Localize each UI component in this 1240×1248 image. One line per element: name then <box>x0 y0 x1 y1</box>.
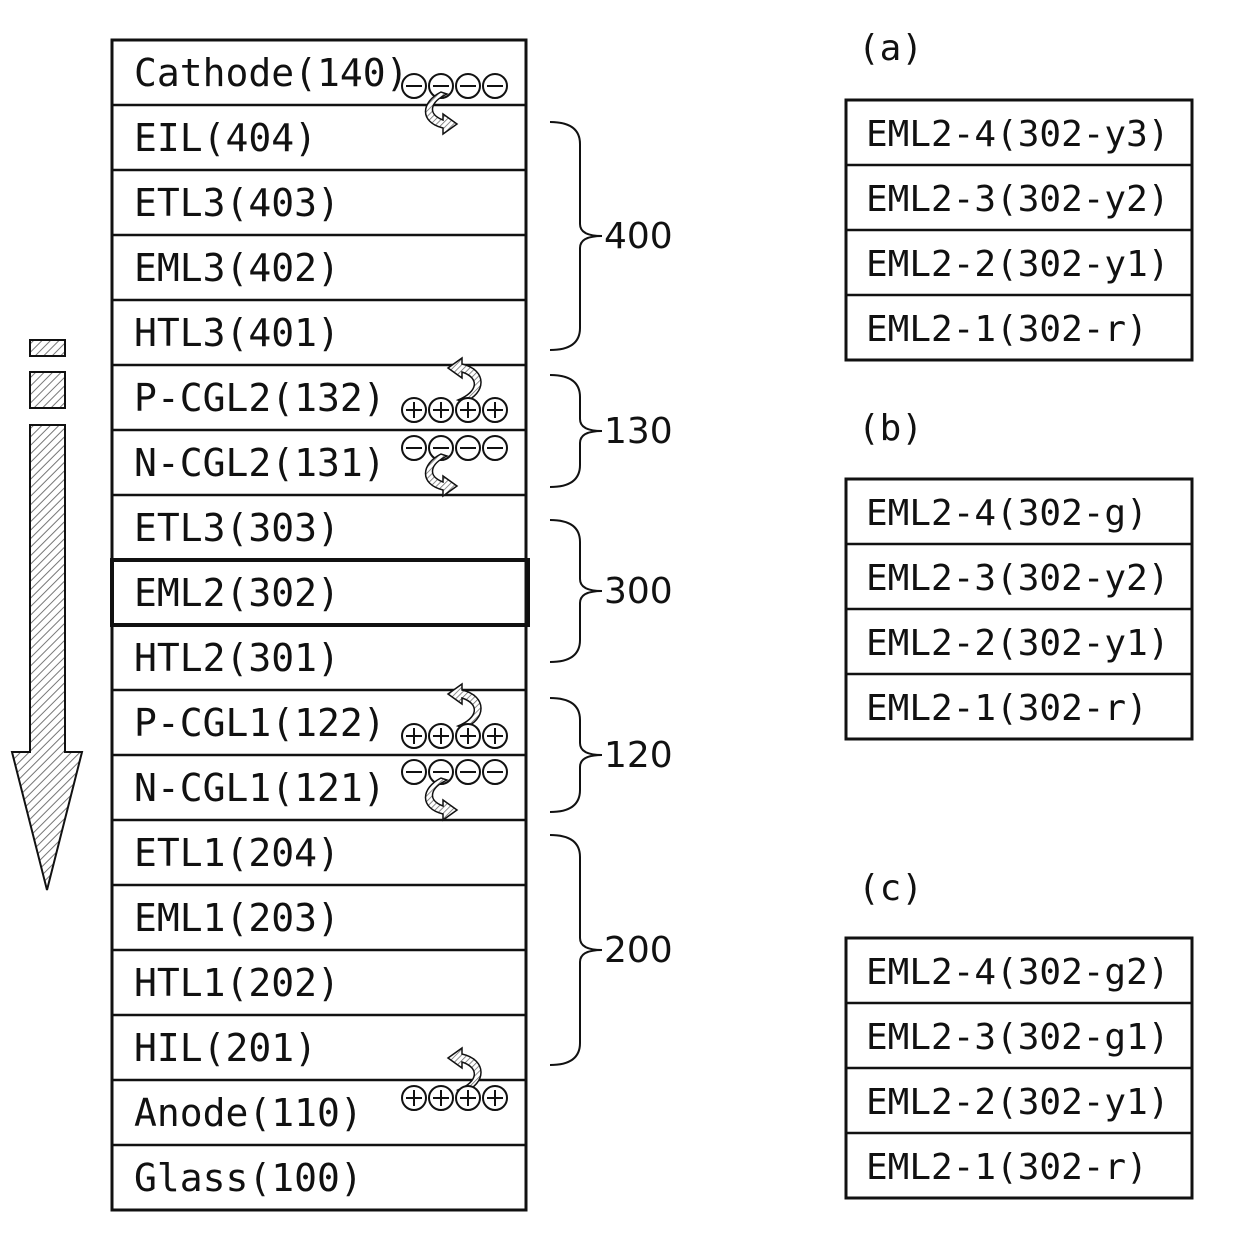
layer-label: HTL2(301) <box>134 636 340 680</box>
hole-row <box>402 724 507 748</box>
layer-label: HTL3(401) <box>134 311 340 355</box>
sublayer-label: EML2-2(302-y1) <box>866 623 1169 664</box>
panel-label: (b) <box>858 408 923 449</box>
stack-layer: ETL3(403) <box>112 170 526 225</box>
layer-label: P-CGL2(132) <box>134 376 386 420</box>
layer-label: EML2(302) <box>134 571 340 615</box>
electron-row <box>402 74 507 98</box>
sublayer-label: EML2-4(302-y3) <box>866 114 1169 155</box>
group-label: 120 <box>604 735 673 776</box>
electron-row <box>402 760 507 784</box>
hole-row <box>402 1086 507 1110</box>
stack-layer: ETL3(303) <box>112 495 526 550</box>
layer-label: Glass(100) <box>134 1156 363 1200</box>
sublayer-label: EML2-1(302-r) <box>866 309 1148 350</box>
arrow-dash-2 <box>30 372 65 408</box>
panel-label: (a) <box>858 28 923 69</box>
variant-panel: (a) EML2-4(302-y3) EML2-3(302-y2) EML2-2(30… <box>846 28 1192 360</box>
variant-panel: (c) EML2-4(302-g2) EML2-3(302-g1) EML2-2(30… <box>846 868 1192 1198</box>
electron-row <box>402 436 507 460</box>
layer-label: EML3(402) <box>134 246 340 290</box>
layer-label: Anode(110) <box>134 1091 363 1135</box>
hole-row <box>402 398 507 422</box>
layer-label: HIL(201) <box>134 1026 317 1070</box>
group-brace <box>550 835 602 1065</box>
sublayer-label: EML2-3(302-y2) <box>866 179 1169 220</box>
layer-label: N-CGL2(131) <box>134 441 386 485</box>
group-label: 130 <box>604 411 673 452</box>
stack-layer: EML3(402) <box>112 235 526 290</box>
layer-label: ETL3(403) <box>134 181 340 225</box>
sublayer-label: EML2-3(302-g1) <box>866 1017 1169 1058</box>
layer-label: N-CGL1(121) <box>134 766 386 810</box>
stack-layer: HTL1(202) <box>112 950 526 1005</box>
group-brace <box>550 122 602 350</box>
layer-label: Cathode(140) <box>134 51 409 95</box>
group-brace <box>550 375 602 487</box>
sublayer-label: EML2-2(302-y1) <box>866 244 1169 285</box>
group-label: 300 <box>604 571 673 612</box>
stack-layer: EML2(302) <box>112 560 526 615</box>
curl-arrow-up-icon <box>448 1048 481 1092</box>
stack-layer: HTL2(301) <box>112 625 526 680</box>
charge-indicators <box>402 74 507 1110</box>
stack-layer: EIL(404) <box>112 105 526 160</box>
arrow-body <box>12 425 82 890</box>
layer-label: ETL3(303) <box>134 506 340 550</box>
sublayer-label: EML2-4(302-g2) <box>866 952 1169 993</box>
layer-label: HTL1(202) <box>134 961 340 1005</box>
group-braces: 400 130 300 120 200 <box>550 122 673 1065</box>
variant-panel: (b) EML2-4(302-g) EML2-3(302-y2) EML2-2(302… <box>846 408 1192 739</box>
layer-label: EIL(404) <box>134 116 317 160</box>
group-label: 400 <box>604 216 673 257</box>
group-brace <box>550 520 602 662</box>
arrow-dash-1 <box>30 340 65 356</box>
stack-layer: EML1(203) <box>112 885 526 940</box>
sublayer-label: EML2-2(302-y1) <box>866 1082 1169 1123</box>
group-brace <box>550 698 602 812</box>
panel-label: (c) <box>858 868 923 909</box>
sublayer-label: EML2-4(302-g) <box>866 493 1148 534</box>
current-direction-arrow <box>12 340 82 890</box>
sublayer-label: EML2-1(302-r) <box>866 688 1148 729</box>
layer-stack: Cathode(140) EIL(404) ETL3(403) EML3(402) HT… <box>112 40 528 1210</box>
eml2-variant-panels: (a) EML2-4(302-y3) EML2-3(302-y2) EML2-2(30… <box>846 28 1192 1198</box>
group-label: 200 <box>604 930 673 971</box>
stack-layer: Glass(100) <box>112 1145 526 1200</box>
layer-label: P-CGL1(122) <box>134 701 386 745</box>
layer-label: ETL1(204) <box>134 831 340 875</box>
sublayer-label: EML2-3(302-y2) <box>866 558 1169 599</box>
stack-layer: ETL1(204) <box>112 820 526 875</box>
curl-arrow-shape <box>448 1048 481 1092</box>
stack-layer: HTL3(401) <box>112 300 526 355</box>
sublayer-label: EML2-1(302-r) <box>866 1147 1148 1188</box>
layer-label: EML1(203) <box>134 896 340 940</box>
stack-layer: Cathode(140) <box>134 51 409 95</box>
